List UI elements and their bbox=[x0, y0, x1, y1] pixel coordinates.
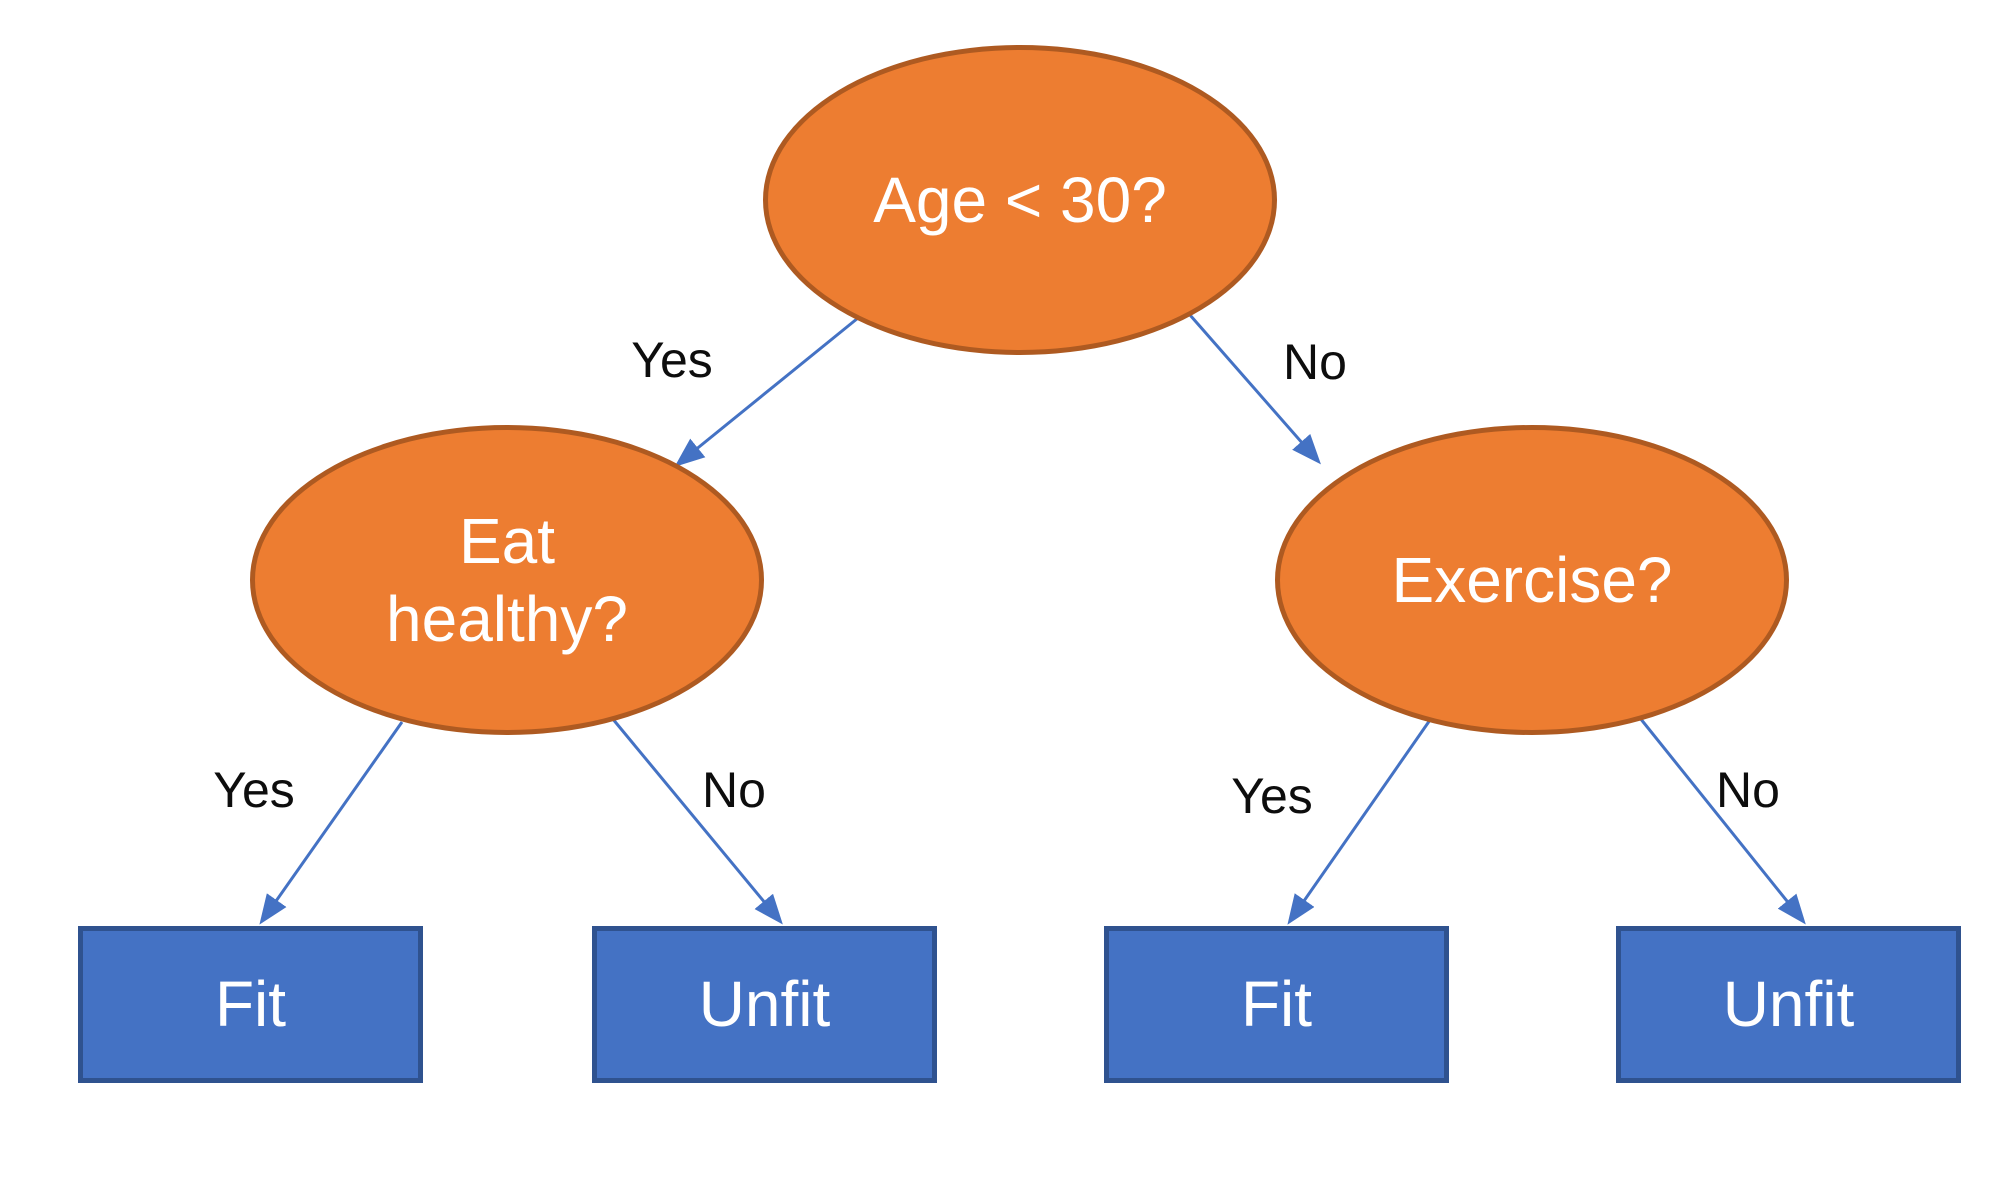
edge-exercise-unfit-right bbox=[1638, 717, 1806, 925]
node-label-age: Age < 30? bbox=[873, 163, 1167, 236]
edge-label-exercise-unfit-right: No bbox=[1716, 762, 1780, 818]
edge-label-exercise-fit-right: Yes bbox=[1231, 768, 1313, 824]
node-label-exercise: Exercise? bbox=[1391, 543, 1673, 616]
edge-label-age-eat-healthy: Yes bbox=[631, 332, 713, 388]
node-age: Age < 30? bbox=[763, 45, 1277, 355]
node-eat-healthy: Eat healthy? bbox=[250, 425, 764, 735]
node-fit-left: Fit bbox=[78, 926, 423, 1083]
node-label-unfit-right: Unfit bbox=[1722, 968, 1855, 1041]
node-unfit-left: Unfit bbox=[592, 926, 937, 1083]
edge-label-age-exercise: No bbox=[1283, 334, 1347, 390]
node-label-eat-healthy: Eat healthy? bbox=[386, 504, 628, 655]
edge-eat-healthy-unfit-left bbox=[610, 717, 783, 925]
node-label-unfit-left: Unfit bbox=[698, 968, 831, 1041]
node-label-fit-right: Fit bbox=[1240, 968, 1313, 1041]
edge-label-eat-healthy-fit-left: Yes bbox=[213, 762, 295, 818]
node-label-fit-left: Fit bbox=[214, 968, 287, 1041]
node-exercise: Exercise? bbox=[1275, 425, 1789, 735]
edge-eat-healthy-fit-left bbox=[259, 721, 404, 925]
node-fit-right: Fit bbox=[1104, 926, 1449, 1083]
node-unfit-right: Unfit bbox=[1616, 926, 1961, 1083]
edge-label-eat-healthy-unfit-left: No bbox=[702, 762, 766, 818]
